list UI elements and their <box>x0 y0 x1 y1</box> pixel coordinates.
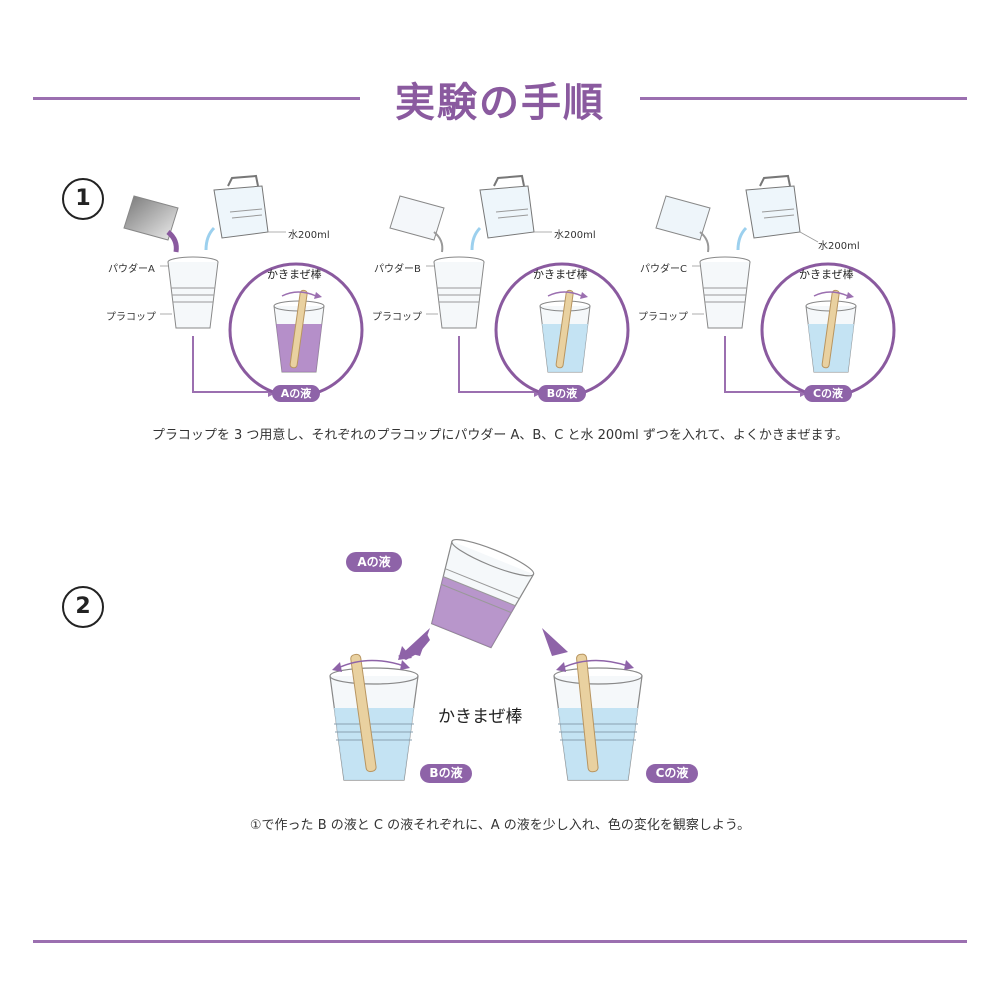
water-label-c: 水200ml <box>818 241 860 252</box>
result-pill-a: Aの液 <box>272 385 320 402</box>
water-label-a: 水200ml <box>288 230 330 241</box>
stir-label-step2: かきまぜ棒 <box>438 707 523 727</box>
cup-c <box>699 256 751 329</box>
result-pill-c-step2: Cの液 <box>646 764 698 783</box>
arrow-right-head <box>542 628 568 656</box>
cup-label-a: プラコップ <box>106 312 156 323</box>
step1-number: 1 <box>62 178 104 220</box>
column-a <box>123 174 364 398</box>
pitcher-c <box>736 174 801 251</box>
source-pill-a: Aの液 <box>346 552 402 572</box>
tilted-cup-a <box>430 539 535 649</box>
step2-illustration <box>329 539 643 781</box>
cup-label-c: プラコップ <box>638 312 688 323</box>
title-rule-left <box>33 97 360 100</box>
step1-illustration <box>123 174 896 398</box>
cup-b <box>433 256 485 329</box>
powder-stream-a <box>166 230 179 253</box>
stir-label-b: かきまぜ棒 <box>533 268 588 281</box>
step2-caption: ①で作った B の液と C の液それぞれに、A の液を少し入れ、色の変化を観察し… <box>249 818 751 833</box>
cup-b-large <box>329 653 419 781</box>
powder-packet-b <box>389 195 445 241</box>
cup-a <box>167 256 219 329</box>
step1-caption: プラコップを 3 つ用意し、それぞれのプラコップにパウダー A、B、C と水 2… <box>151 428 849 443</box>
title-rule-right <box>640 97 967 100</box>
cup-c-large <box>553 653 643 781</box>
column-c <box>655 174 896 398</box>
pitcher-a <box>204 174 269 251</box>
result-pill-b-step2: Bの液 <box>420 764 472 783</box>
powder-label-a: パウダーA <box>108 264 155 275</box>
water-label-b: 水200ml <box>554 230 596 241</box>
arrow-left-head <box>404 628 430 656</box>
stir-cup-c <box>805 289 857 373</box>
powder-packet-a <box>123 195 179 241</box>
result-pill-c: Cの液 <box>804 385 852 402</box>
stir-label-a: かきまぜ棒 <box>267 268 322 281</box>
powder-label-b: パウダーB <box>374 264 421 275</box>
bottom-rule <box>33 940 967 943</box>
cup-label-b: プラコップ <box>372 312 422 323</box>
result-pill-b: Bの液 <box>538 385 586 402</box>
pitcher-b <box>470 174 535 251</box>
stir-cup-a <box>273 289 325 373</box>
powder-label-c: パウダーC <box>640 264 687 275</box>
step2-number: 2 <box>62 586 104 628</box>
page-title: 実験の手順 <box>395 80 605 126</box>
powder-packet-c <box>655 195 711 241</box>
stir-cup-b <box>539 289 591 373</box>
column-b <box>389 174 630 398</box>
stir-label-c: かきまぜ棒 <box>799 268 854 281</box>
